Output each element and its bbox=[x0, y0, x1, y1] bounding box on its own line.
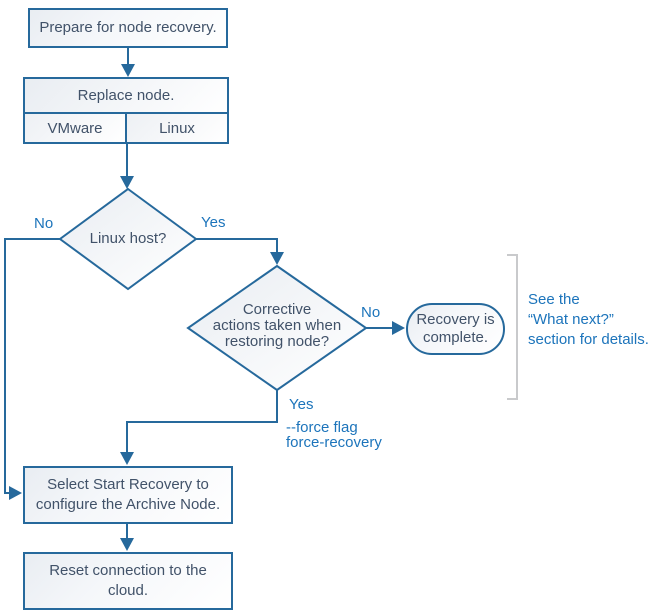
force-recovery-text: force-recovery bbox=[286, 434, 382, 451]
linux-host-no-text: No bbox=[34, 215, 54, 232]
linux-host-text: Linux host? bbox=[89, 230, 167, 247]
node-replace: Replace node. VMware Linux bbox=[23, 77, 229, 144]
edge-linuxhost-yes bbox=[196, 238, 278, 253]
edge-linuxhost-no bbox=[4, 238, 60, 494]
select-start-line1: Select Start Recovery to bbox=[47, 476, 209, 493]
corrective-line2: actions taken when bbox=[212, 317, 342, 334]
node-replace-options-row: VMware Linux bbox=[25, 114, 227, 142]
option-vmware-label: VMware bbox=[47, 119, 103, 137]
node-replace-header: Replace node. bbox=[25, 79, 227, 114]
annotation-bracket bbox=[507, 254, 518, 400]
recovery-complete-line2: complete. bbox=[422, 329, 489, 346]
node-reset-connection: Reset connection to the cloud. bbox=[23, 552, 233, 610]
option-linux-label: Linux bbox=[159, 119, 195, 137]
corrective-yes-text: Yes bbox=[289, 396, 314, 413]
diamond-linux-host bbox=[58, 187, 198, 291]
node-linux-host-label: Linux host? bbox=[63, 231, 193, 247]
edge-corrective-yes bbox=[126, 390, 278, 453]
label-linux-host-no: No bbox=[34, 216, 53, 231]
node-corrective-label: Corrective actions taken when restoring … bbox=[197, 302, 357, 350]
annotation-see-what-next: See the “What next?” section for details… bbox=[528, 290, 649, 350]
label-corrective-yes: Yes bbox=[289, 397, 313, 412]
node-prepare-label: Prepare for node recovery. bbox=[39, 19, 217, 36]
label-force-flag: --force flag bbox=[286, 420, 358, 435]
label-corrective-no: No bbox=[361, 305, 380, 320]
annotation-line1: See the bbox=[528, 291, 580, 308]
option-linux: Linux bbox=[125, 114, 227, 142]
linux-host-yes-text: Yes bbox=[201, 214, 226, 231]
reset-connection-line1: Reset connection to the bbox=[49, 562, 207, 579]
arrowhead-right-icon bbox=[392, 321, 405, 335]
option-vmware: VMware bbox=[25, 114, 125, 142]
node-recovery-complete: Recovery is complete. bbox=[406, 303, 505, 355]
annotation-line3: section for details. bbox=[528, 331, 649, 348]
select-start-line2: configure the Archive Node. bbox=[35, 496, 221, 513]
node-replace-label: Replace node. bbox=[77, 87, 175, 104]
corrective-line3: restoring node? bbox=[224, 333, 330, 350]
recovery-complete-line1: Recovery is bbox=[416, 311, 495, 328]
arrowhead-down-icon bbox=[120, 538, 134, 551]
arrowhead-down-icon bbox=[120, 176, 134, 189]
arrowhead-down-icon bbox=[270, 252, 284, 265]
arrowhead-down-icon bbox=[120, 452, 134, 465]
node-prepare: Prepare for node recovery. bbox=[28, 8, 228, 48]
node-select-start-recovery: Select Start Recovery to configure the A… bbox=[23, 466, 233, 524]
arrowhead-right-icon bbox=[9, 486, 22, 500]
force-flag-text: --force flag bbox=[286, 419, 358, 436]
label-force-recovery: force-recovery bbox=[286, 435, 382, 450]
corrective-no-text: No bbox=[361, 304, 381, 321]
corrective-line1: Corrective bbox=[242, 301, 312, 318]
label-linux-host-yes: Yes bbox=[201, 215, 225, 230]
reset-connection-line2: cloud. bbox=[107, 582, 149, 599]
arrowhead-down-icon bbox=[121, 64, 135, 77]
annotation-line2: “What next?” bbox=[528, 311, 614, 328]
